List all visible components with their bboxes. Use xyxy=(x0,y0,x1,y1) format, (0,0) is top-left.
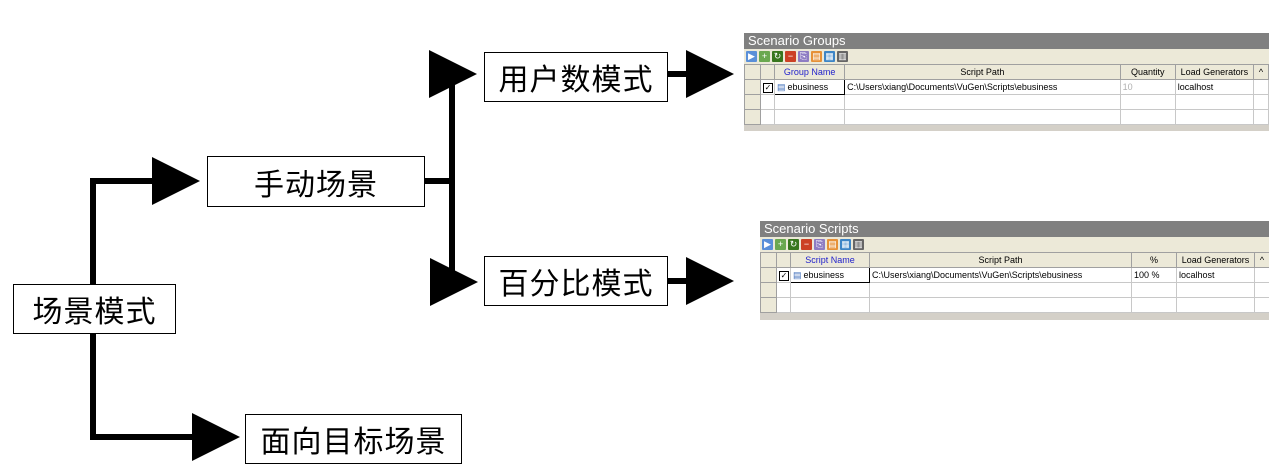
scenario-scripts-panel: Scenario Scripts ▶ + ↻ − ⎘ ▤ ▦ ▥ Script … xyxy=(760,221,1269,320)
script-icon: ▤ xyxy=(793,269,802,280)
grid-icon[interactable]: ▥ xyxy=(837,51,848,62)
column-header-group-name[interactable]: Group Name xyxy=(774,64,846,80)
user-mode-node: 用户数模式 xyxy=(484,52,668,102)
scroll-up-icon[interactable]: ^ xyxy=(1254,252,1269,268)
copy-icon[interactable]: ⎘ xyxy=(798,51,809,62)
scenario-groups-toolbar: ▶ + ↻ − ⎘ ▤ ▦ ▥ xyxy=(744,49,1269,64)
refresh-icon[interactable]: ↻ xyxy=(788,239,799,250)
paste-icon[interactable]: ▤ xyxy=(811,51,822,62)
remove-icon[interactable]: − xyxy=(801,239,812,250)
scenario-groups-title: Scenario Groups xyxy=(744,33,1269,49)
row-checkbox[interactable]: ✓ xyxy=(779,270,789,281)
details-icon[interactable]: ▦ xyxy=(824,51,835,62)
table-header-row: Group Name Script Path Quantity Load Gen… xyxy=(744,64,1269,80)
connector-root-to-manual xyxy=(90,157,200,287)
quantity-cell[interactable]: 10 xyxy=(1119,79,1176,95)
percent-mode-label: 百分比模式 xyxy=(498,267,654,302)
manual-scenario-node: 手动场景 xyxy=(207,156,425,207)
table-row-empty xyxy=(744,94,1269,110)
scenario-scripts-table: Script Name Script Path % Load Generator… xyxy=(760,252,1269,313)
table-header-row: Script Name Script Path % Load Generator… xyxy=(760,252,1269,268)
connector-root-to-goal xyxy=(90,331,240,461)
script-path-cell[interactable]: C:\Users\xiang\Documents\VuGen\Scripts\e… xyxy=(844,79,1121,95)
play-icon[interactable]: ▶ xyxy=(762,239,773,250)
user-mode-label: 用户数模式 xyxy=(498,63,654,98)
scenario-groups-panel: Scenario Groups ▶ + ↻ − ⎘ ▤ ▦ ▥ Group Na… xyxy=(744,33,1269,131)
column-header-load-generators[interactable]: Load Generators xyxy=(1174,64,1254,80)
row-checkbox[interactable]: ✓ xyxy=(763,82,774,93)
table-row-empty xyxy=(744,109,1269,125)
manual-scenario-label: 手动场景 xyxy=(254,167,378,203)
copy-icon[interactable]: ⎘ xyxy=(814,239,825,250)
column-header-percent[interactable]: % xyxy=(1131,252,1177,268)
scenario-groups-table: Group Name Script Path Quantity Load Gen… xyxy=(744,64,1269,125)
play-icon[interactable]: ▶ xyxy=(746,51,757,62)
column-header-script-path[interactable]: Script Path xyxy=(869,252,1132,268)
script-icon: ▤ xyxy=(777,81,786,92)
add-group-icon[interactable]: + xyxy=(775,239,786,250)
goal-scenario-node: 面向目标场景 xyxy=(245,414,462,464)
column-header-script-path[interactable]: Script Path xyxy=(844,64,1121,80)
table-row-empty xyxy=(760,297,1269,313)
refresh-icon[interactable]: ↻ xyxy=(772,51,783,62)
table-row[interactable]: ✓ ▤ebusiness C:\Users\xiang\Documents\Vu… xyxy=(744,79,1269,95)
group-name-cell: ebusiness xyxy=(787,81,829,92)
column-header-quantity[interactable]: Quantity xyxy=(1119,64,1176,80)
table-row-empty xyxy=(760,282,1269,298)
percent-mode-node: 百分比模式 xyxy=(484,256,668,306)
scenario-scripts-title: Scenario Scripts xyxy=(760,221,1269,237)
load-generator-cell[interactable]: localhost xyxy=(1176,267,1255,283)
column-header-script-name[interactable]: Script Name xyxy=(790,252,870,268)
root-node: 场景模式 xyxy=(13,284,176,334)
percent-cell[interactable]: 100 % xyxy=(1131,267,1177,283)
column-header-load-generators[interactable]: Load Generators xyxy=(1176,252,1255,268)
script-path-cell[interactable]: C:\Users\xiang\Documents\VuGen\Scripts\e… xyxy=(869,267,1132,283)
remove-icon[interactable]: − xyxy=(785,51,796,62)
scenario-scripts-toolbar: ▶ + ↻ − ⎘ ▤ ▦ ▥ xyxy=(760,237,1269,252)
root-node-label: 场景模式 xyxy=(32,295,157,330)
grid-icon[interactable]: ▥ xyxy=(853,239,864,250)
table-row[interactable]: ✓ ▤ebusiness C:\Users\xiang\Documents\Vu… xyxy=(760,267,1269,283)
goal-scenario-label: 面向目标场景 xyxy=(260,425,447,460)
paste-icon[interactable]: ▤ xyxy=(827,239,838,250)
scroll-up-icon[interactable]: ^ xyxy=(1252,64,1269,80)
add-group-icon[interactable]: + xyxy=(759,51,770,62)
script-name-cell: ebusiness xyxy=(803,269,845,280)
details-icon[interactable]: ▦ xyxy=(840,239,851,250)
load-generator-cell[interactable]: localhost xyxy=(1174,79,1254,95)
